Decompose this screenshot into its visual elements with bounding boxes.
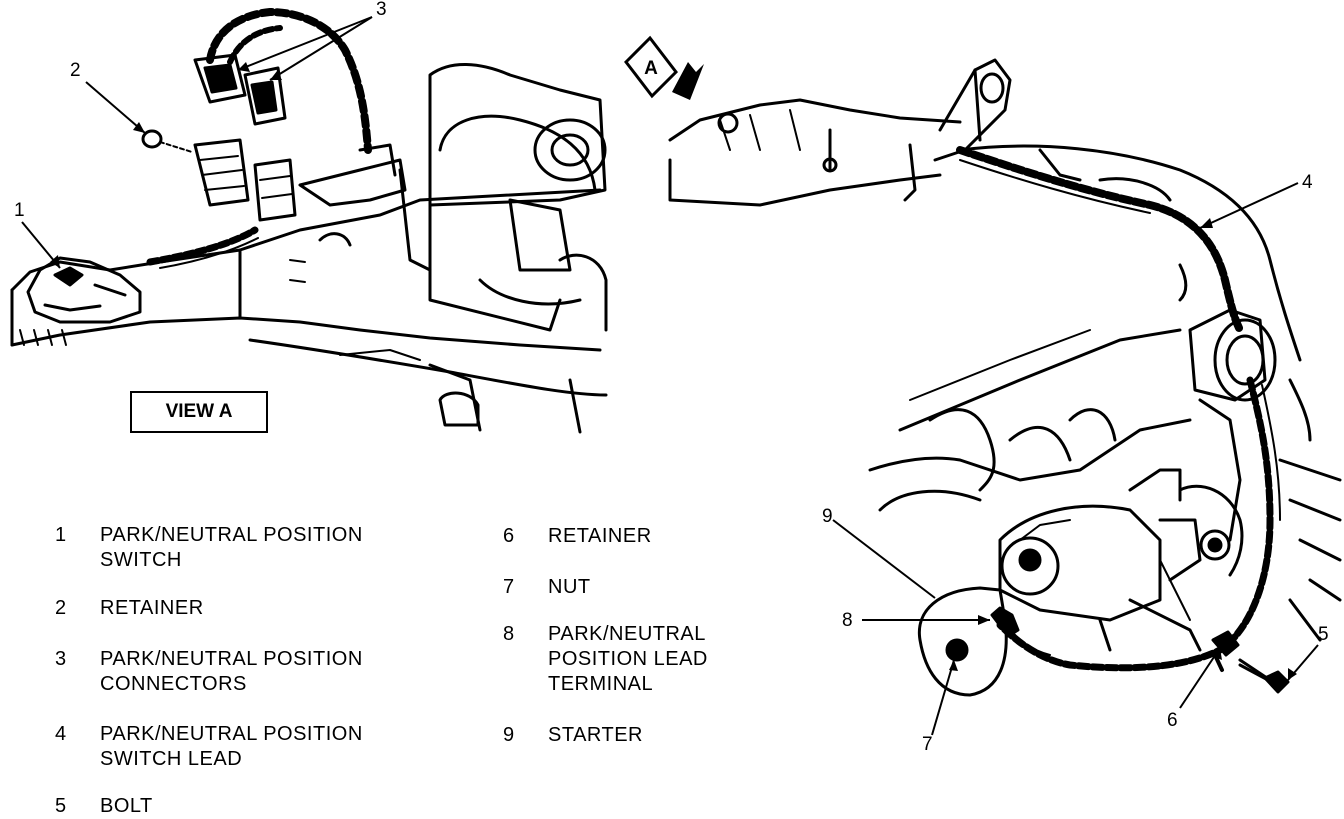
callout-3: 3	[376, 0, 387, 20]
legend-number: 8	[503, 623, 515, 645]
legend-number: 1	[55, 524, 67, 546]
callout-4: 4	[1302, 172, 1313, 193]
legend-text: PARK/NEUTRAL POSITION SWITCH LEAD	[100, 723, 363, 770]
callout-9: 9	[822, 506, 833, 527]
callout-7: 7	[922, 734, 933, 755]
legend-text: BOLT	[100, 795, 153, 817]
view-a-arrowheads	[50, 62, 282, 268]
legend-number: 3	[55, 648, 67, 670]
legend-text: PARK/NEUTRAL POSITION SWITCH	[100, 524, 363, 571]
legend-number: 9	[503, 724, 515, 746]
legend-number: 4	[55, 723, 67, 745]
main-leader-lines	[832, 182, 1319, 736]
view-a-illustration	[10, 8, 608, 434]
legend-text: STARTER	[548, 724, 643, 746]
callout-5: 5	[1318, 624, 1329, 645]
view-a-label: VIEW A	[130, 391, 268, 433]
legend-number: 7	[503, 576, 515, 598]
view-a-leader-lines	[21, 16, 373, 269]
view-marker-letter: A	[644, 58, 658, 79]
legend-text: RETAINER	[548, 525, 652, 547]
legend-text: PARK/NEUTRAL POSITION CONNECTORS	[100, 648, 363, 695]
legend-number: 5	[55, 795, 67, 817]
main-arrowheads	[949, 218, 1297, 680]
legend-text: NUT	[548, 576, 591, 598]
view-a-marker: A	[624, 35, 704, 100]
callout-1: 1	[14, 200, 25, 221]
engine-illustration	[668, 58, 1342, 697]
callout-2: 2	[70, 60, 81, 81]
legend-text: RETAINER	[100, 597, 204, 619]
callout-6: 6	[1167, 710, 1178, 731]
legend-number: 2	[55, 597, 67, 619]
legend-text: PARK/NEUTRAL POSITION LEAD TERMINAL	[548, 623, 708, 695]
callout-8: 8	[842, 610, 853, 631]
legend-number: 6	[503, 525, 515, 547]
